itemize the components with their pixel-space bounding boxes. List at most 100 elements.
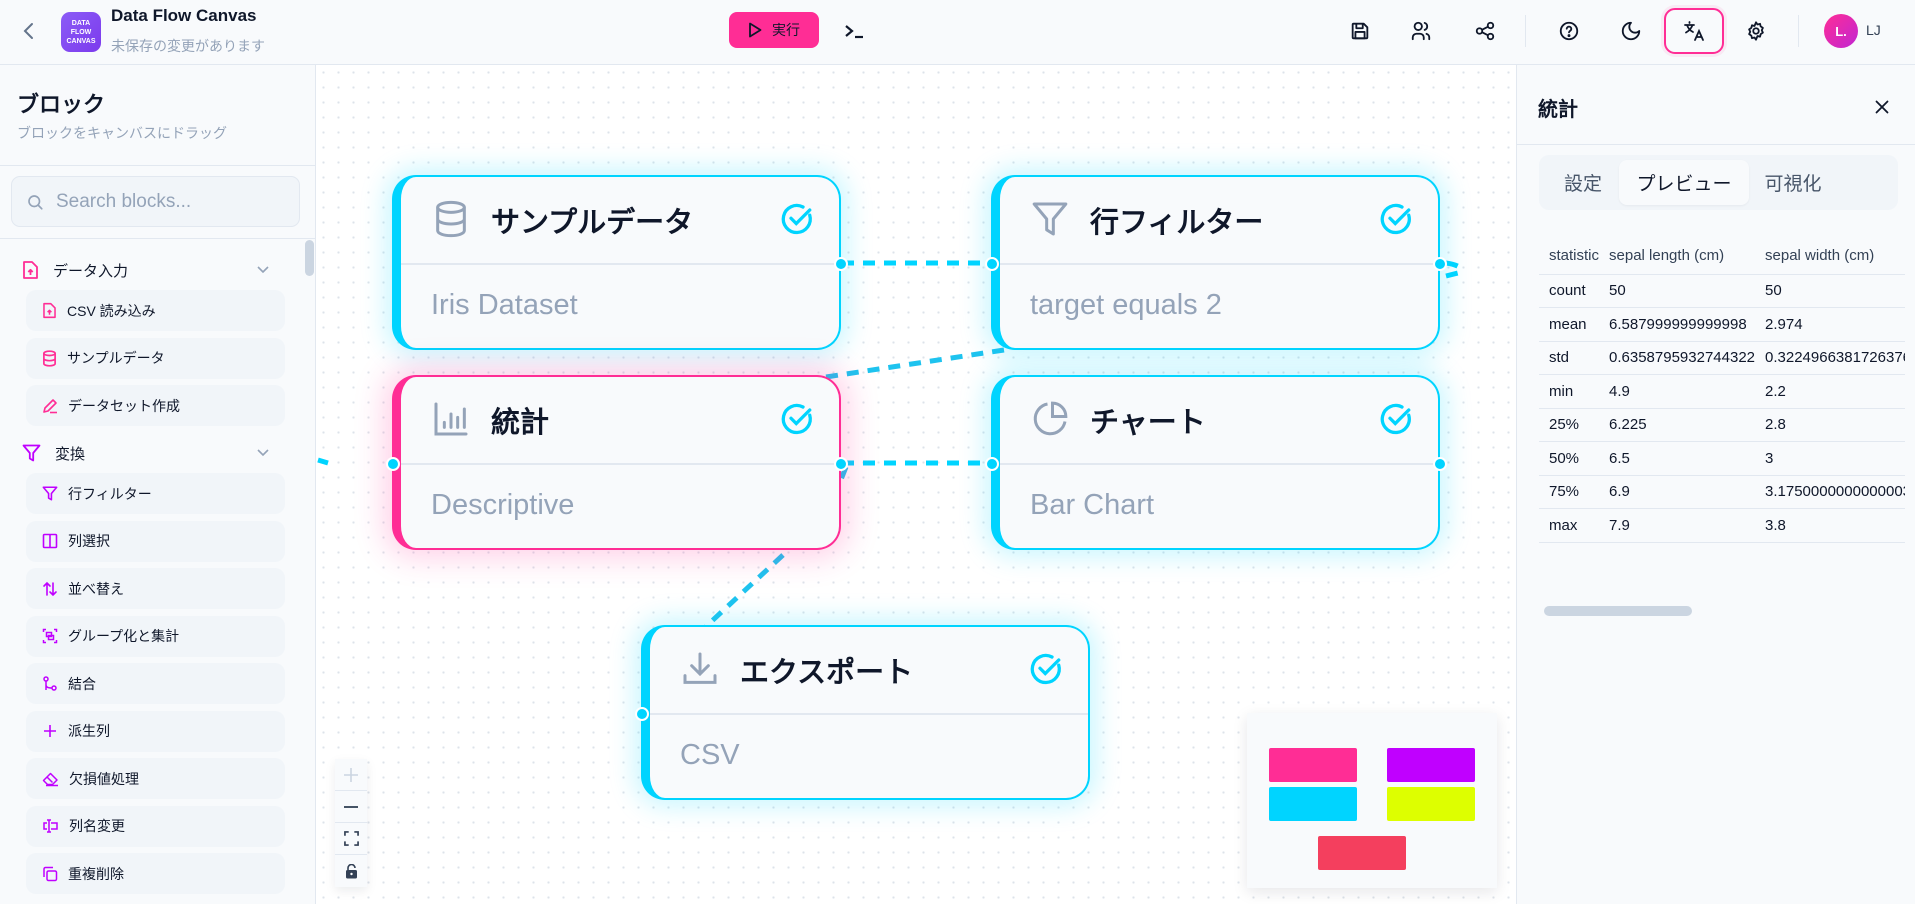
settings-button[interactable] — [1739, 14, 1773, 48]
input-handle[interactable] — [985, 257, 999, 271]
block-sample-data[interactable]: サンプルデータ — [26, 337, 285, 379]
fit-view-icon — [343, 831, 359, 846]
block-row-filter[interactable]: 行フィルター — [26, 473, 285, 514]
block-column-select[interactable]: 列選択 — [26, 520, 285, 562]
preview-table: statistic sepal length (cm) sepal width … — [1539, 237, 1905, 543]
zoom-controls — [335, 759, 367, 887]
zoom-out-button[interactable] — [335, 791, 367, 823]
category-header-data-input[interactable]: データ入力 — [0, 250, 305, 290]
node-subtitle: Bar Chart — [1030, 489, 1155, 521]
output-handle[interactable] — [1433, 257, 1447, 271]
output-handle[interactable] — [834, 457, 848, 471]
block-label: 派生列 — [68, 723, 110, 739]
logo-line: DATA — [71, 19, 91, 27]
block-missing-values[interactable]: 欠損値処理 — [26, 758, 285, 799]
blocks-sidebar: ブロック ブロックをキャンバスにドラッグ データ入力 CSV 読み込み サンプル… — [0, 65, 316, 904]
terminal-button[interactable] — [840, 16, 870, 46]
output-handle[interactable] — [834, 257, 848, 271]
block-remove-duplicates[interactable]: 重複削除 — [26, 853, 285, 894]
node-statistics[interactable]: 統計 Descriptive — [386, 375, 848, 550]
check-circle-icon — [1380, 403, 1411, 435]
input-handle[interactable] — [386, 457, 400, 471]
category-header-transform[interactable]: 変換 — [0, 433, 305, 473]
zoom-in-button[interactable] — [335, 759, 367, 791]
search-box[interactable] — [11, 176, 300, 227]
settings-icon — [1748, 21, 1764, 41]
table-cell: 50 — [1755, 274, 1905, 308]
table-cell: 25% — [1539, 408, 1600, 442]
minimap-node — [1318, 836, 1406, 870]
save-button[interactable] — [1343, 14, 1377, 48]
share-button[interactable] — [1468, 14, 1502, 48]
tab-settings[interactable]: 設定 — [1563, 174, 1602, 195]
file-upload-icon — [23, 261, 38, 279]
node-title: チャート — [1090, 407, 1206, 439]
collaborators-button[interactable] — [1404, 14, 1438, 48]
table-horizontal-scrollbar[interactable] — [1544, 606, 1692, 616]
table-cell: 50 — [1599, 274, 1756, 308]
block-create-dataset[interactable]: データセット作成 — [26, 385, 285, 426]
block-group-aggregate[interactable]: グループ化と集計 — [26, 615, 285, 657]
table-cell: 7.9 — [1599, 508, 1756, 543]
block-derived-column[interactable]: 派生列 — [26, 710, 285, 752]
columns-icon — [42, 533, 58, 549]
app-title: Data Flow Canvas — [111, 6, 257, 25]
dark-mode-toggle[interactable] — [1614, 14, 1648, 48]
minimap-node — [1269, 787, 1357, 821]
help-button[interactable] — [1552, 14, 1586, 48]
block-join[interactable]: 結合 — [26, 663, 285, 704]
run-button[interactable]: 実行 — [729, 12, 819, 48]
table-cell: count — [1539, 274, 1600, 308]
search-input[interactable] — [56, 190, 276, 213]
tab-preview[interactable]: プレビュー — [1619, 160, 1749, 205]
minimap-node — [1387, 748, 1475, 782]
plus-icon — [44, 725, 56, 737]
input-handle[interactable] — [985, 457, 999, 471]
block-sort[interactable]: 並べ替え — [26, 568, 285, 609]
sidebar-subtitle: ブロックをキャンバスにドラッグ — [17, 125, 227, 141]
category-label: データ入力 — [53, 262, 129, 280]
chevron-down-icon — [257, 266, 269, 274]
check-circle-icon — [781, 403, 812, 435]
output-handle[interactable] — [1433, 457, 1447, 471]
flow-canvas[interactable]: サンプルデータ Iris Dataset 行フィルター target equal… — [316, 65, 1516, 904]
sidebar-scrollbar[interactable] — [305, 240, 314, 276]
lock-button[interactable] — [335, 855, 367, 887]
node-row-filter[interactable]: 行フィルター target equals 2 — [985, 175, 1447, 350]
minimap[interactable] — [1247, 713, 1497, 888]
node-subtitle: CSV — [680, 739, 740, 771]
tab-visualize[interactable]: 可視化 — [1764, 174, 1822, 195]
column-header: sepal length (cm) — [1599, 237, 1756, 275]
node-title: 統計 — [491, 407, 550, 439]
close-panel-button[interactable] — [1870, 95, 1894, 119]
node-export[interactable]: エクスポート CSV — [635, 625, 1090, 800]
input-handle[interactable] — [635, 707, 649, 721]
node-divider — [650, 713, 1088, 715]
user-avatar[interactable]: L. — [1824, 14, 1858, 48]
back-button[interactable] — [18, 20, 40, 42]
language-button[interactable] — [1664, 8, 1724, 54]
fit-view-button[interactable] — [335, 823, 367, 855]
run-label: 実行 — [772, 22, 800, 38]
preview-table-container[interactable]: statistic sepal length (cm) sepal width … — [1539, 237, 1905, 543]
zoom-in-icon — [344, 767, 358, 782]
block-label: 行フィルター — [68, 485, 152, 502]
block-label: グループ化と集計 — [68, 628, 180, 644]
save-icon — [1351, 22, 1369, 40]
block-rename-column[interactable]: 列名変更 — [26, 805, 285, 847]
filter-icon — [42, 486, 58, 501]
minimap-viewport — [1255, 723, 1489, 886]
block-csv-import[interactable]: CSV 読み込み — [26, 290, 285, 331]
block-label: 欠損値処理 — [69, 770, 139, 787]
filter-icon — [1032, 202, 1068, 236]
table-cell: 50% — [1539, 441, 1600, 476]
file-upload-icon — [43, 302, 56, 319]
node-sample-data[interactable]: サンプルデータ Iris Dataset — [392, 175, 848, 350]
node-chart[interactable]: チャート Bar Chart — [985, 375, 1447, 550]
edge-filter-out — [1445, 260, 1467, 279]
panel-tabs: 設定 プレビュー 可視化 — [1539, 155, 1898, 210]
